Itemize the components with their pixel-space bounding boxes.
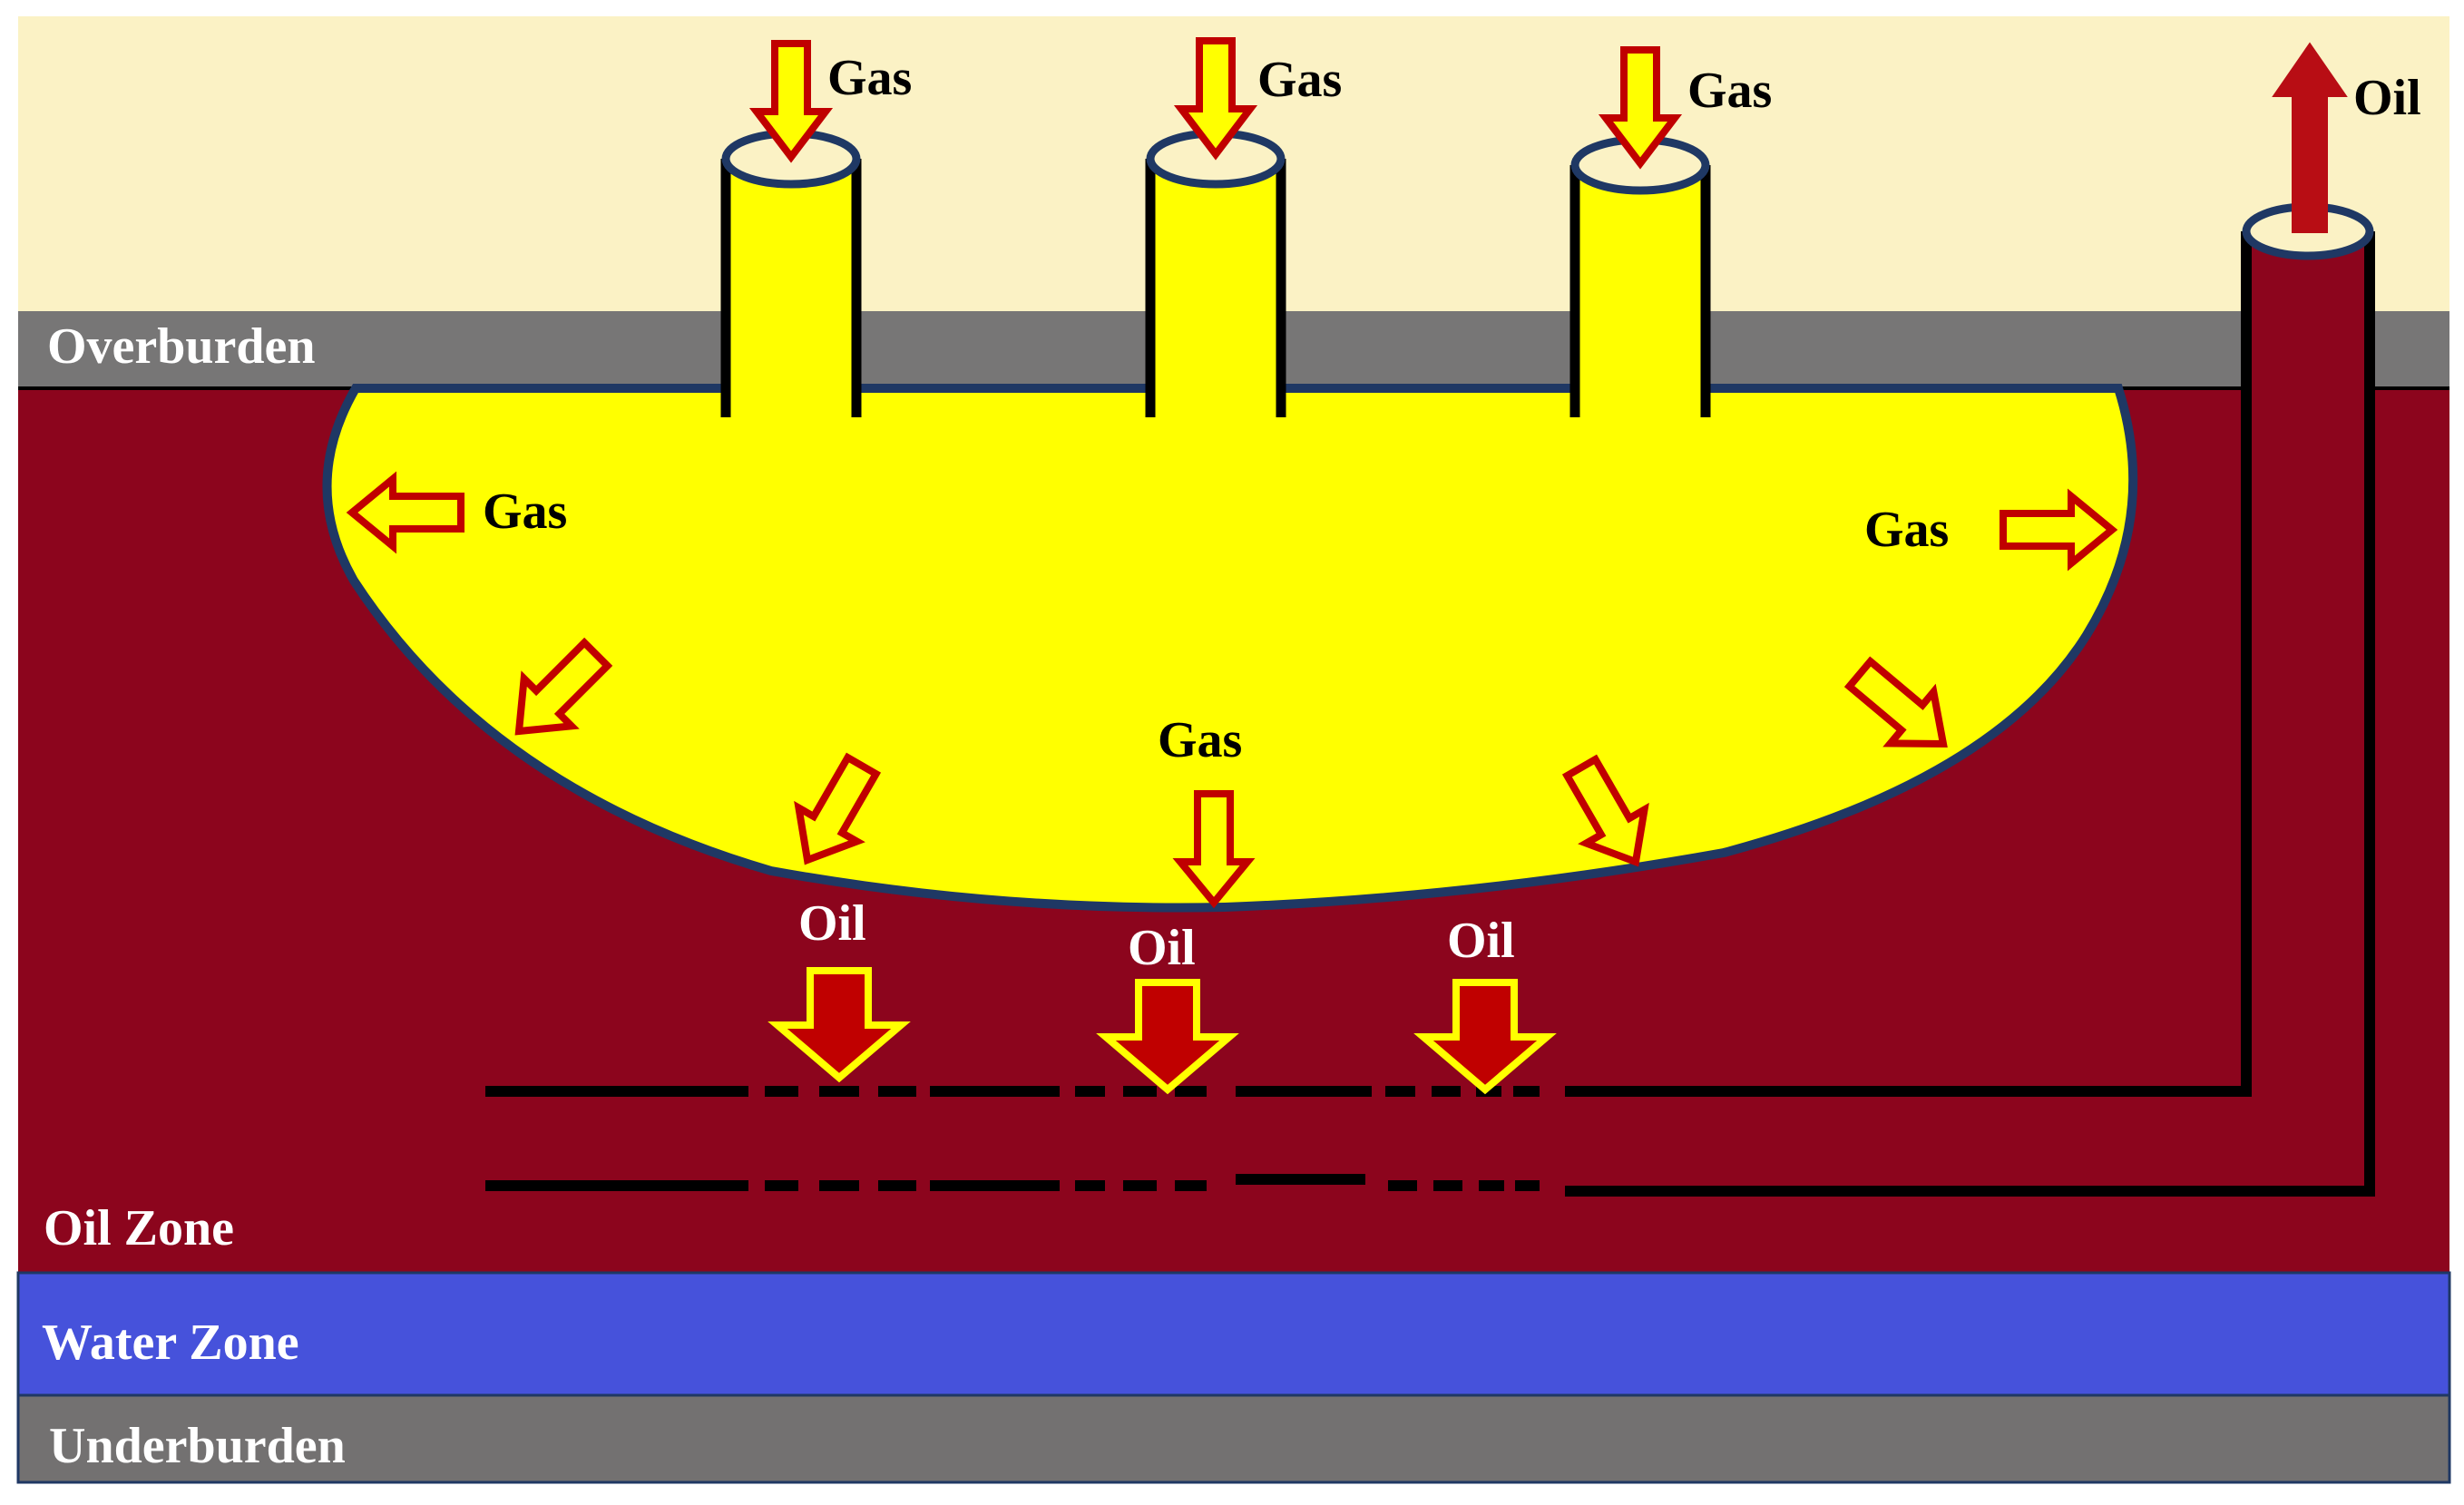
- gas-flow-arrow-lower-left-2: [794, 752, 882, 865]
- label-injector-gas-1: Gas: [827, 50, 912, 106]
- label-water-zone: Water Zone: [42, 1314, 299, 1371]
- label-gas-left: Gas: [483, 484, 567, 540]
- oil-drainage-arrow-2: [1096, 979, 1239, 1095]
- label-oil-drainage-3: Oil: [1447, 913, 1515, 969]
- injection-arrow-3: [1598, 46, 1683, 170]
- oil-drainage-arrow-3: [1413, 979, 1557, 1095]
- gas-flow-arrows: [346, 471, 2118, 909]
- label-gas-right: Gas: [1864, 502, 1949, 558]
- label-producer-oil: Oil: [2353, 70, 2421, 126]
- label-underburden: Underburden: [49, 1418, 346, 1474]
- producer-well: [1565, 202, 2375, 1197]
- gas-flow-arrow-lower-right-1: [1561, 754, 1649, 867]
- label-injector-gas-3: Gas: [1687, 63, 1772, 119]
- oil-drainage-arrow-1: [768, 967, 911, 1083]
- gas-flow-arrow-bottom: [1172, 790, 1256, 909]
- underburden-layer: [16, 1393, 2451, 1484]
- injector-well-3: [1569, 135, 1711, 417]
- perforated-liner-lower: [485, 1174, 1540, 1191]
- gas-flow-arrow-right: [2000, 488, 2118, 572]
- label-injector-gas-2: Gas: [1257, 52, 1342, 108]
- label-oil-drainage-1: Oil: [798, 895, 866, 952]
- label-overburden: Overburden: [47, 318, 316, 375]
- injector-well-2: [1145, 129, 1286, 417]
- label-oil-drainage-2: Oil: [1128, 920, 1196, 976]
- injection-arrow-2: [1173, 37, 1258, 161]
- oil-drainage-arrows: [768, 967, 1557, 1095]
- water-zone-layer: [16, 1271, 2451, 1397]
- gas-flow-arrow-lower-right-2: [1843, 656, 1948, 748]
- injection-arrow-1: [748, 40, 834, 163]
- production-arrow: [2272, 42, 2348, 233]
- label-oil-zone: Oil Zone: [44, 1200, 234, 1256]
- label-gas-bottom: Gas: [1158, 712, 1242, 768]
- injector-well-1: [720, 129, 862, 417]
- gas-flow-arrow-lower-left-1: [514, 637, 613, 736]
- gas-flow-arrow-left: [346, 471, 464, 554]
- gas-chamber: [322, 384, 2138, 913]
